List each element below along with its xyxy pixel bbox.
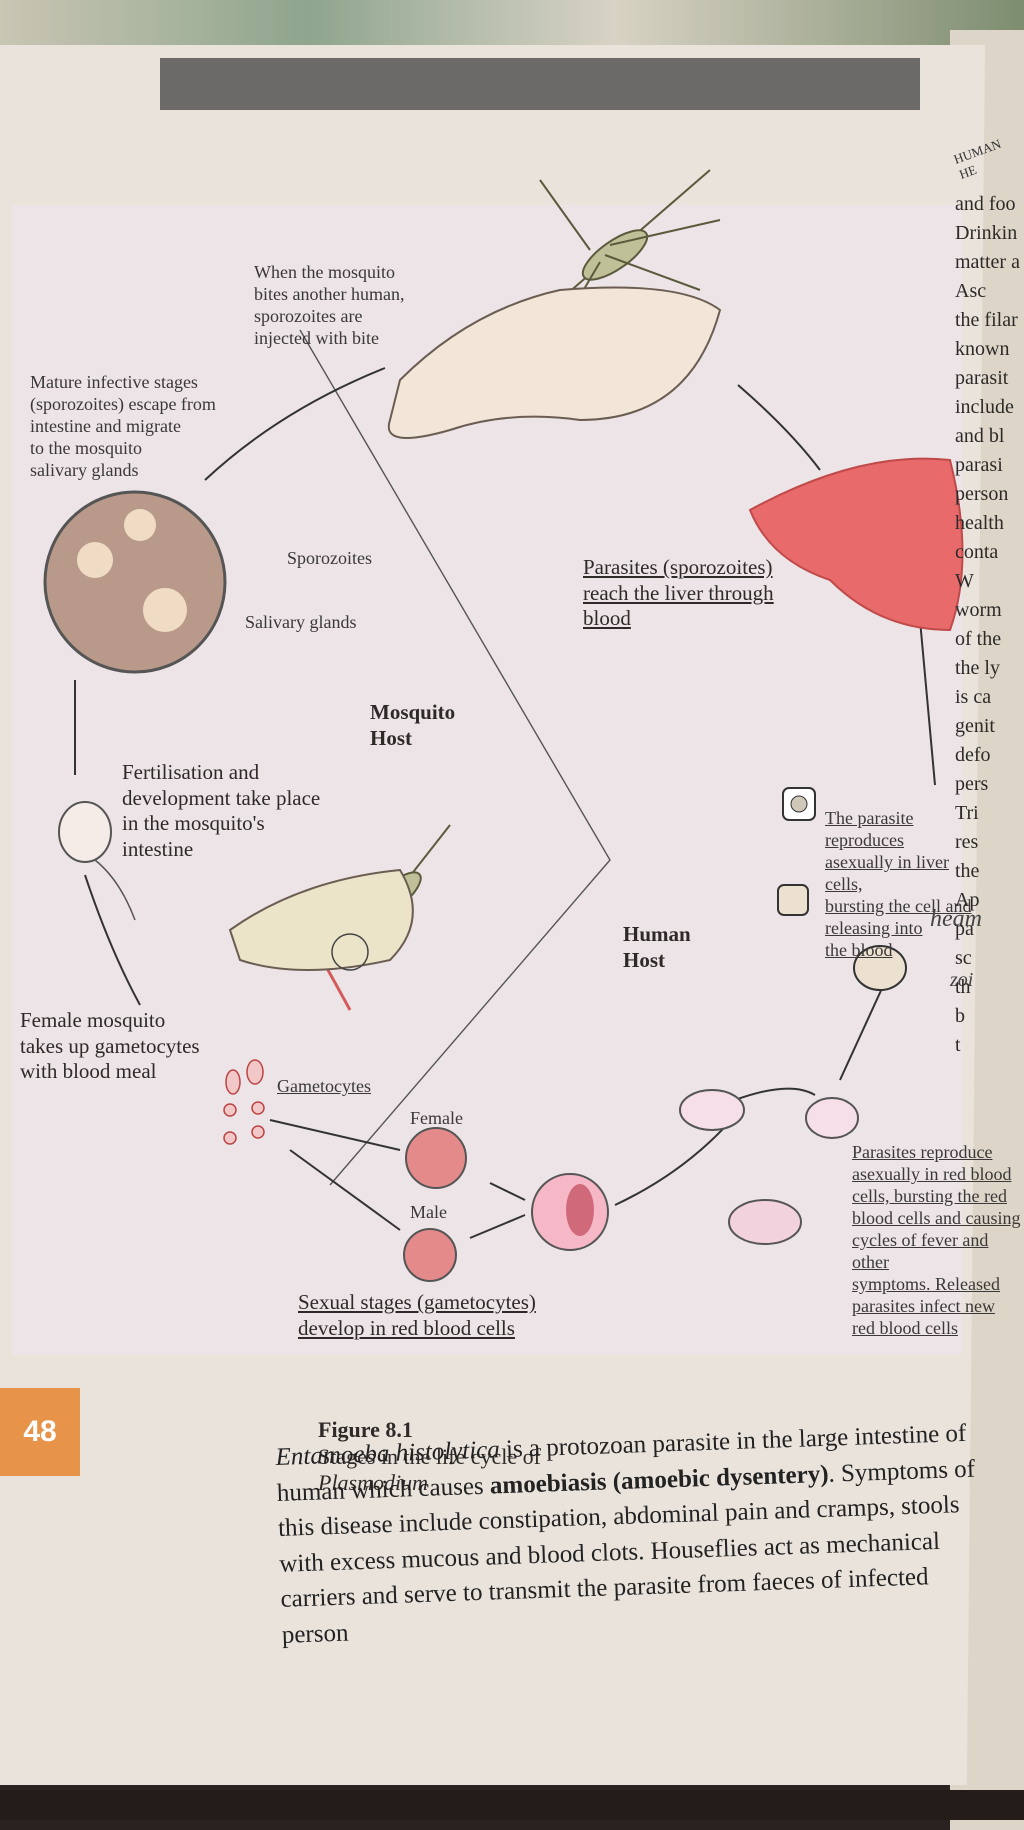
liver-shape: [748, 457, 964, 632]
right-page-line: t: [955, 1034, 961, 1056]
right-page-line: pers: [955, 773, 989, 795]
sexual-stages-label: Sexual stages (gametocytes) develop in r…: [298, 1290, 536, 1340]
right-page-line: include: [955, 396, 1014, 418]
red-blood-cell: [805, 1097, 859, 1139]
right-page-line: health: [955, 512, 1004, 534]
arrow-female-gametocyte: [269, 1119, 401, 1151]
host-divider-line: [299, 329, 611, 1186]
arrow-to-liver-cells: [919, 619, 936, 786]
right-page-line: known: [955, 338, 1010, 360]
male-gametocyte-cell: [403, 1228, 457, 1282]
bite-label: When the mosquito bites another human, s…: [254, 262, 405, 348]
right-page-line: genit: [955, 715, 995, 737]
salivary-gland-shape: [43, 490, 227, 674]
hand-middle: [228, 868, 414, 971]
right-page-line: is ca: [955, 686, 992, 708]
right-page-line: matter a: [955, 251, 1020, 273]
zygote-shape: [58, 801, 112, 863]
female-gametocyte-cell: [405, 1127, 467, 1189]
right-page-line: conta: [955, 541, 999, 563]
caption-text: Stages in the life cycle of: [318, 1443, 541, 1469]
male-label: Male: [410, 1202, 447, 1222]
salivary-glands-label: Salivary glands: [245, 612, 357, 632]
handwritten-note: heam: [930, 906, 982, 932]
red-blood-cell: [679, 1089, 745, 1131]
right-page-line: parasit: [955, 367, 1009, 389]
right-page-line: Asc: [955, 280, 987, 302]
right-page-line: defo: [955, 744, 991, 766]
mosquito-host-label: Mosquito Host: [370, 700, 456, 750]
bottom-background: [0, 1790, 1024, 1820]
right-page-line: pa: [955, 918, 974, 940]
gametocytes-label: Gametocytes: [277, 1076, 371, 1096]
female-mosquito-label: Female mosquito takes up gametocytes wit…: [20, 1008, 200, 1084]
right-page-line: the filar: [955, 309, 1018, 331]
arrow-male-gametocyte: [289, 1149, 401, 1231]
right-page-line: and bl: [955, 425, 1005, 447]
gland-cell: [143, 588, 187, 632]
species-name: Entamoeba histolytica: [275, 1436, 501, 1471]
mosquito-top: [539, 169, 721, 331]
burst-liver-cell: [853, 945, 907, 991]
arrow-from-female-mosquito: [84, 874, 141, 1006]
gametocytes-icon: [223, 1059, 265, 1145]
gland-cell: [77, 542, 113, 578]
right-page-line: the: [955, 860, 980, 882]
arrow-to-male: [469, 1214, 526, 1239]
human-host-label: Human Host: [623, 922, 691, 972]
disease-name: amoebiasis (amoebic dysentery): [489, 1460, 829, 1500]
page-number: 48: [0, 1388, 80, 1476]
hand-top: [387, 286, 722, 439]
liver-cell-infected: [777, 884, 809, 916]
arrow-to-female: [489, 1182, 526, 1201]
liver-label: Parasites (sporozoites) reach the liver …: [583, 555, 774, 631]
handwritten-note-2: zoi: [950, 969, 974, 991]
right-page-line: res: [955, 831, 979, 853]
liver-reproduction-label: The parasite reproduces asexually in liv…: [825, 808, 972, 960]
caption-label: Figure 8.1: [318, 1416, 413, 1442]
arrow-to-liver: [737, 384, 821, 471]
right-page-line: th: [955, 976, 971, 998]
figure-caption: Figure 8.1 Stages in the life cycle of P…: [318, 1390, 541, 1497]
rbc-reproduction-label: Parasites reproduce asexually in red blo…: [852, 1142, 1021, 1338]
right-page-line: and foo: [955, 193, 1016, 215]
life-cycle-diagram: [43, 169, 964, 1282]
right-page-line: person: [955, 483, 1009, 505]
right-page-line: Tri: [955, 802, 979, 824]
right-page-line: worm: [955, 599, 1002, 621]
right-page-line: parasi: [955, 454, 1003, 476]
bite-spot: [331, 933, 369, 971]
right-page-line: Drinkin: [955, 222, 1018, 244]
arrow-to-bite: [204, 367, 386, 481]
right-page-line: Ap: [955, 889, 980, 911]
arrow-rbc-cycle: [734, 1087, 816, 1101]
mature-stages-label: Mature infective stages (sporozoites) es…: [30, 372, 216, 480]
fertilisation-label: Fertilisation and development take place…: [122, 760, 321, 861]
infected-red-blood-cell: [728, 1199, 802, 1245]
gland-cell: [124, 509, 156, 541]
caption-italic: Plasmodium: [318, 1470, 428, 1496]
right-page-line: of the: [955, 628, 1002, 650]
body-paragraph: Entamoeba histolytica is a protozoan par…: [275, 1416, 982, 1653]
right-page-line: b: [955, 1005, 965, 1027]
sporozoites-label: Sporozoites: [287, 548, 372, 568]
page-header-bar: [160, 58, 920, 110]
female-label: Female: [410, 1108, 463, 1128]
right-page-line: sc: [955, 947, 972, 969]
right-page-line: the ly: [955, 657, 1000, 679]
right-page-line: W: [955, 570, 974, 592]
